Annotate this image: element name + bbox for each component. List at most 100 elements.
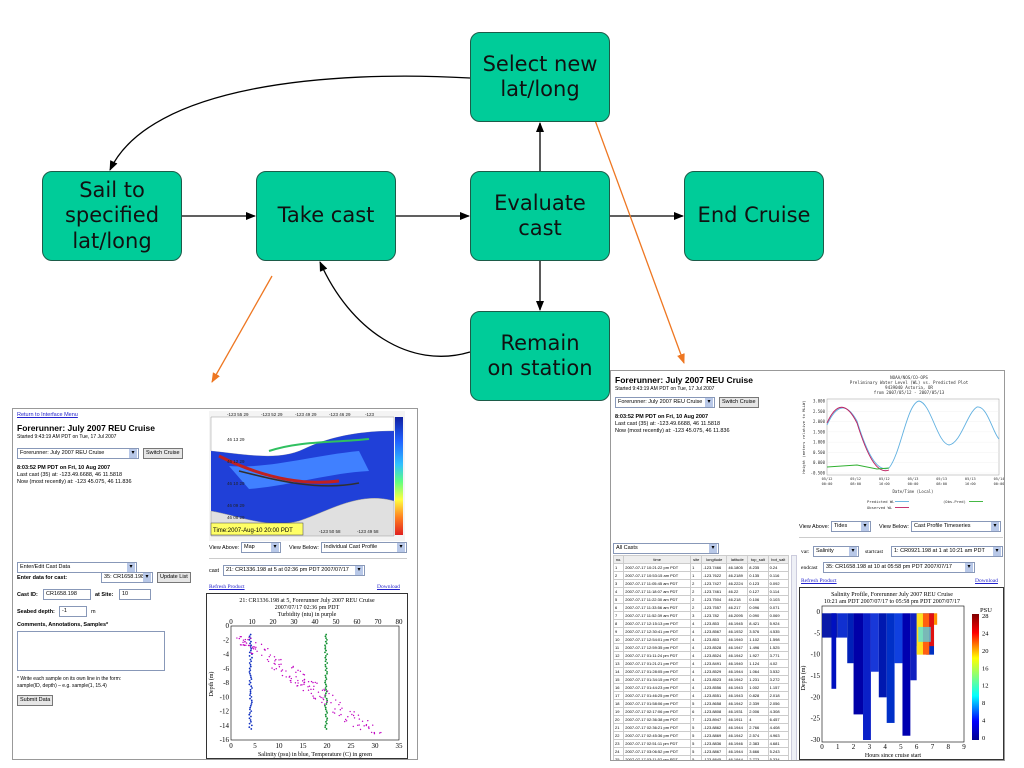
startcast-select[interactable]: 1: CR0921.198 at 1 at 10:21 am PDT 2007/… [891, 546, 1003, 557]
profile-top-tick: 60 [354, 618, 362, 626]
turbidity-point [332, 711, 334, 713]
turbidity-point [245, 644, 247, 646]
table-cell: 46.1805 [726, 563, 749, 572]
turbidity-point [238, 637, 241, 640]
table-header-cell[interactable]: time [623, 555, 692, 564]
turbidity-point [324, 689, 326, 692]
turbidity-point [275, 658, 277, 661]
table-cell: 22 [612, 731, 625, 740]
table-header-cell[interactable]: no. [612, 555, 625, 564]
site-input[interactable]: 10 [119, 589, 151, 600]
table-cell: 46.1946 [726, 739, 749, 748]
table-header-cell[interactable]: bot_salt [767, 555, 790, 564]
table-scrollbar[interactable] [791, 555, 797, 760]
turbidity-point [252, 648, 255, 650]
submit-data-button[interactable]: Submit Data [17, 695, 54, 706]
cast-id-input[interactable]: CR1658.198 [43, 589, 91, 600]
turbidity-point [242, 639, 245, 641]
refresh-product-link[interactable]: Refresh Product [209, 584, 245, 590]
temperature-point [324, 679, 327, 682]
cruise-select[interactable]: Forerunner: July 2007 REU Cruise [17, 448, 139, 459]
table-cell: 46.2189 [726, 571, 749, 580]
download-link[interactable]: Download [975, 578, 998, 584]
casts-filter-select[interactable]: All Casts [613, 543, 719, 554]
table-cell: 2 [690, 595, 703, 604]
ts-xtick: 5 [899, 743, 903, 751]
view-above-select[interactable]: Tides [831, 521, 871, 532]
cast-column [878, 613, 887, 698]
switch-cruise-button[interactable]: Switch Cruise [719, 397, 759, 408]
return-link[interactable]: Return to Interface Menu [17, 412, 78, 418]
cast-select[interactable]: 35: CR1658.198 [101, 572, 153, 583]
turbidity-point [321, 689, 324, 691]
update-list-button[interactable]: Update List [157, 572, 191, 583]
mode-select[interactable]: Enter/Edit Cast Data [17, 562, 137, 573]
table-cell: 6 [690, 707, 703, 716]
turbidity-point [247, 638, 249, 641]
turbidity-point [373, 733, 376, 735]
refresh-product-link[interactable]: Refresh Product [801, 578, 837, 584]
table-cell: 2007-07-17 11:05:45 am PDT [623, 579, 692, 588]
table-cell: 23 [612, 739, 625, 748]
table-header-cell[interactable]: site [690, 555, 703, 564]
table-cell: -123.8869 [701, 731, 728, 740]
view-below-select[interactable]: Cast Profile Timeseries [911, 521, 1001, 532]
current-time: 8:03:52 PM PDT on Fri, 10 Aug 2007 [17, 465, 111, 471]
table-header-cell[interactable]: top_salt [747, 555, 769, 564]
table-header-cell[interactable]: longitude [701, 555, 728, 564]
table-cell: 2 [690, 579, 703, 588]
comments-textarea[interactable] [17, 631, 165, 671]
variable-select[interactable]: Salinity [813, 546, 859, 557]
salinity-point [249, 672, 251, 675]
table-cell: 3.576 [747, 627, 769, 636]
download-link[interactable]: Download [377, 584, 400, 590]
table-cell: 0.069 [767, 611, 790, 620]
table-cell: -123.7557 [701, 603, 728, 612]
mid-salinity-cell [918, 626, 931, 642]
turbidity-point [368, 727, 370, 730]
table-cell: -123.8491 [701, 659, 728, 668]
view-above-select[interactable]: Map [241, 542, 281, 553]
view-below-select[interactable]: Individual Cast Profile [321, 542, 407, 553]
profile-cast-select[interactable]: 21: CR1336.198 at 5 at 02:36 pm PDT 2007… [223, 565, 365, 576]
tide-plot: NOAA/NOS/CO-OPS Preliminary Water Level … [801, 375, 1004, 510]
switch-cruise-button[interactable]: Switch Cruise [143, 448, 183, 459]
table-cell: 2007-07-17 11:22:30 am PDT [623, 595, 692, 604]
table-header-cell[interactable]: latitude [726, 555, 749, 564]
view-above-label: View Above: [209, 545, 240, 551]
turbidity-point [290, 680, 292, 682]
endcast-select[interactable]: 35: CR1658.198 at 10 at 05:58 pm PDT 200… [823, 562, 975, 573]
temperature-point [325, 703, 328, 705]
cruise-select[interactable]: Forerunner: July 2007 REU Cruise [615, 397, 715, 408]
seabed-depth-input[interactable]: -1 [59, 606, 87, 617]
tide-xtick-time: 16:00 [965, 482, 976, 486]
turbidity-point [358, 718, 361, 720]
profile-left-tick: -14 [220, 722, 230, 730]
